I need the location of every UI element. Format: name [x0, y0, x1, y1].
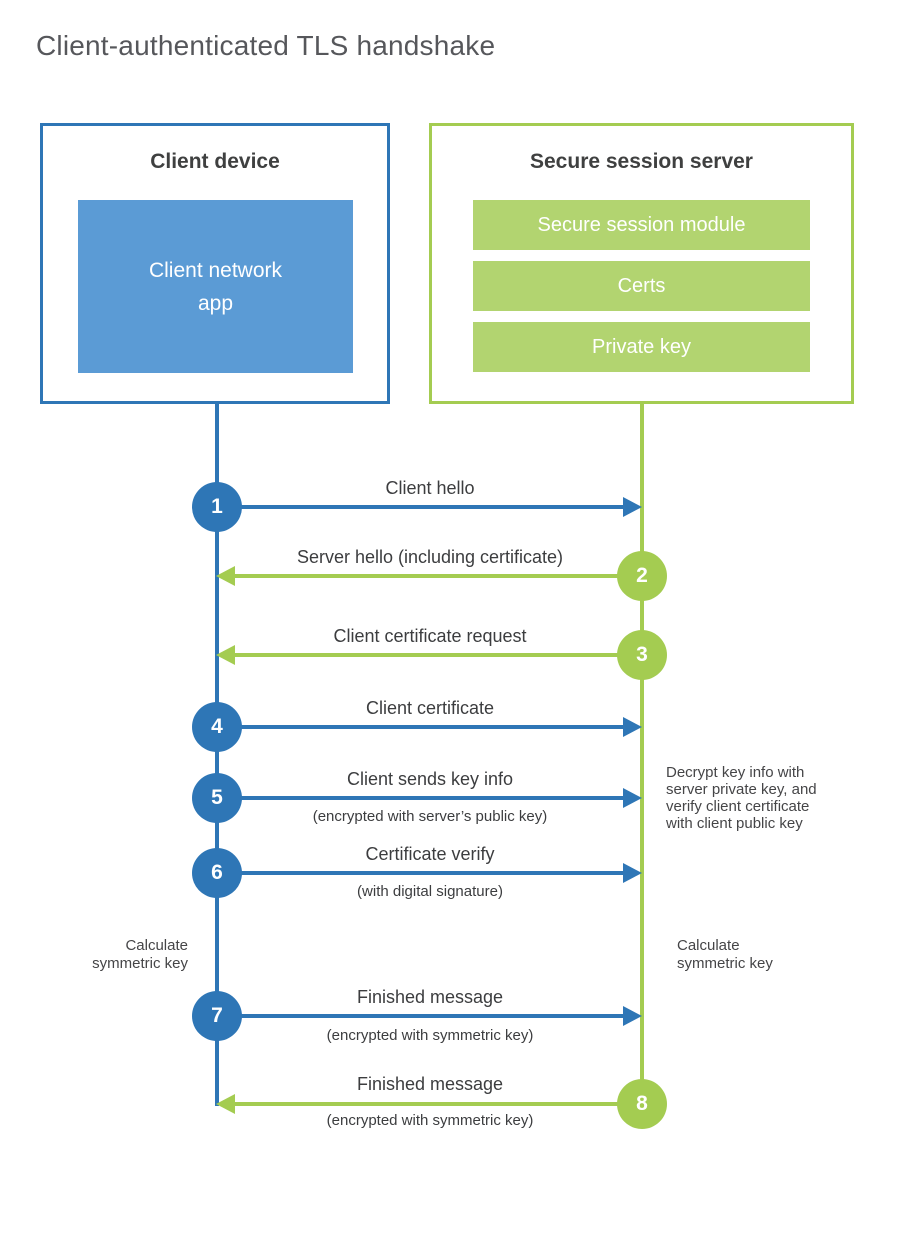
client-device-title: Client device — [150, 150, 280, 173]
server-module-private-key: Private key — [473, 322, 810, 372]
step-4-badge: 4 — [192, 702, 242, 752]
server-module-certs: Certs — [473, 261, 810, 311]
server-decrypt-note: Decrypt key info with server private key… — [666, 764, 856, 832]
step-8-badge: 8 — [617, 1079, 667, 1129]
server-decrypt-note-line3: verify client certificate — [666, 798, 810, 815]
step-3-arrow-shaft — [235, 653, 619, 657]
step-8-label: Finished message — [356, 1074, 504, 1094]
secure-session-server-title: Secure session server — [530, 150, 753, 173]
secure-session-server-box: Secure session server Secure session mod… — [429, 123, 854, 404]
step-3-label: Client certificate request — [333, 626, 527, 646]
step-5-arrowhead-icon — [623, 788, 642, 808]
step-4-arrowhead-icon — [623, 717, 642, 737]
step-1-badge: 1 — [192, 482, 242, 532]
server-calc-note-line1: Calculate — [677, 937, 740, 954]
step-1-arrow-shaft — [240, 505, 624, 509]
client-calculate-symmetric-key-note: Calculate symmetric key — [40, 937, 188, 973]
step-3-arrowhead-icon — [216, 645, 235, 665]
step-6-arrow-shaft — [240, 871, 624, 875]
client-app-label-line1: Client network — [148, 258, 283, 282]
step-3-badge: 3 — [617, 630, 667, 680]
server-decrypt-note-line2: server private key, and — [666, 781, 817, 798]
step-8-arrow-shaft — [235, 1102, 619, 1106]
step-6-sublabel: (with digital signature) — [357, 883, 503, 900]
client-lifeline — [215, 404, 219, 1106]
step-8-sublabel: (encrypted with symmetric key) — [326, 1112, 534, 1129]
step-5-sublabel: (encrypted with server’s public key) — [312, 808, 548, 825]
client-network-app-box: Client network app — [78, 200, 353, 373]
step-5-label: Client sends key info — [346, 769, 514, 789]
step-7-badge: 7 — [192, 991, 242, 1041]
client-calc-note-line2: symmetric key — [92, 955, 188, 972]
step-2-badge: 2 — [617, 551, 667, 601]
step-7-sublabel: (encrypted with symmetric key) — [326, 1027, 534, 1044]
step-7-label: Finished message — [356, 987, 504, 1007]
step-8-arrowhead-icon — [216, 1094, 235, 1114]
step-6-badge: 6 — [192, 848, 242, 898]
client-calc-note-line1: Calculate — [125, 937, 188, 954]
server-module-secure-session-module: Secure session module — [473, 200, 810, 250]
client-app-label-line2: app — [197, 291, 234, 315]
server-calculate-symmetric-key-note: Calculate symmetric key — [677, 937, 827, 973]
client-device-box: Client device Client network app — [40, 123, 390, 404]
step-2-arrow-shaft — [235, 574, 619, 578]
step-2-label: Server hello (including certificate) — [296, 547, 564, 567]
step-7-arrowhead-icon — [623, 1006, 642, 1026]
server-calc-note-line2: symmetric key — [677, 955, 773, 972]
step-7-arrow-shaft — [240, 1014, 624, 1018]
server-lifeline — [640, 404, 644, 1082]
step-5-badge: 5 — [192, 773, 242, 823]
step-6-arrowhead-icon — [623, 863, 642, 883]
step-1-label: Client hello — [385, 478, 475, 498]
step-4-arrow-shaft — [240, 725, 624, 729]
page-title: Client-authenticated TLS handshake — [36, 30, 496, 61]
step-2-arrowhead-icon — [216, 566, 235, 586]
step-4-label: Client certificate — [365, 698, 495, 718]
server-decrypt-note-line4: with client public key — [666, 815, 803, 832]
step-6-label: Certificate verify — [365, 844, 495, 864]
step-5-arrow-shaft — [240, 796, 624, 800]
server-decrypt-note-line1: Decrypt key info with — [666, 764, 805, 781]
step-1-arrowhead-icon — [623, 497, 642, 517]
